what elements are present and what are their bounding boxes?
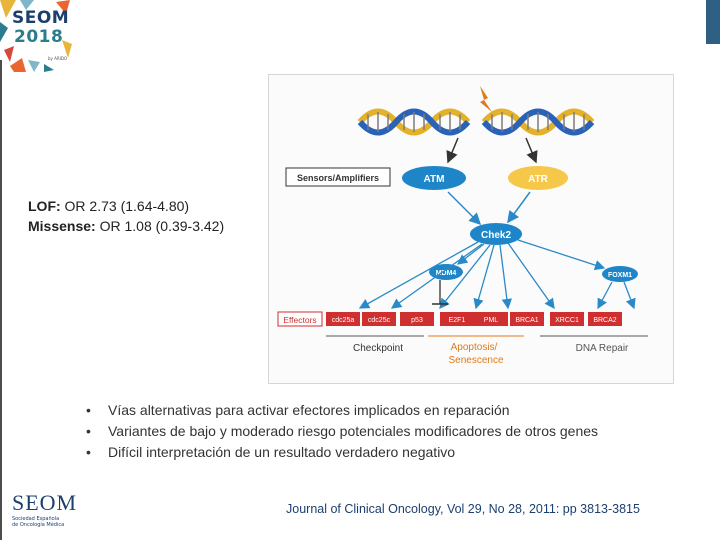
atr-label: ATR <box>528 174 549 185</box>
arrow-atr-chek2 <box>507 191 531 224</box>
arrow-dna-atr <box>525 137 538 164</box>
lof-label: LOF: <box>28 198 61 214</box>
bullet-item: Difícil interpretación de un resultado v… <box>84 442 598 463</box>
effectors-label-box <box>277 311 323 327</box>
arrow-chek2-mdm4 <box>456 243 485 265</box>
effectors-label: Effectors <box>283 315 316 325</box>
chek2-label: Chek2 <box>481 230 511 241</box>
arrow-atm-chek2 <box>447 191 482 226</box>
effector-label: BRCA1 <box>515 317 538 324</box>
effector-box-5 <box>510 312 544 326</box>
bullet-item: Variantes de bajo y moderado riesgo pote… <box>84 421 598 442</box>
group-apoptosis-line2: Senescence <box>448 355 503 366</box>
chek2-node <box>470 223 522 245</box>
arrow-chek2-cdc25c <box>390 243 483 309</box>
effector-label: XRCC1 <box>555 317 579 324</box>
logo-confetti-icon <box>0 0 72 72</box>
arrow-chek2-e2f1 <box>473 244 495 310</box>
dna-damage-bolt-icon <box>480 86 492 112</box>
foxm1-label: FOXM1 <box>608 272 632 279</box>
foxm1-node <box>602 266 638 282</box>
atm-node <box>402 166 466 190</box>
effector-box-0 <box>326 312 360 326</box>
left-divider-line <box>0 60 2 540</box>
effector-label: cdc25a <box>332 317 355 324</box>
dna-helix-icon <box>357 108 595 136</box>
arrow-chek2-foxm1 <box>517 239 606 271</box>
atm-label: ATM <box>424 174 445 185</box>
logo-year: 2018 <box>14 27 64 47</box>
citation: Journal of Clinical Oncology, Vol 29, No… <box>286 502 640 516</box>
footer-seom-logo: SEOM <box>12 490 78 515</box>
sensors-label: Sensors/Amplifiers <box>297 173 379 183</box>
atr-node <box>508 166 568 190</box>
arrow-foxm1-xrcc1 <box>597 281 613 310</box>
arrow-dna-atm <box>446 137 459 164</box>
bullet-item: Vías alternativas para activar efectores… <box>84 400 598 421</box>
effector-label: E2F1 <box>449 317 466 324</box>
footer-logo-subtitle: Sociedad Española de Oncología Médica <box>12 516 82 528</box>
corner-accent-bar <box>706 0 720 44</box>
missense-value: OR 1.08 (0.39-3.42) <box>95 218 225 234</box>
arrow-chek2-cdc25a <box>358 241 479 309</box>
effector-label: cdc25c <box>368 317 391 324</box>
lof-line: LOF: OR 2.73 (1.64-4.80) <box>28 196 224 216</box>
arrow-foxm1-brca2 <box>623 281 636 310</box>
missense-label: Missense: <box>28 218 96 234</box>
effector-box-2 <box>400 312 434 326</box>
arrow-chek2-pml <box>499 244 513 310</box>
effector-box-7 <box>588 312 622 326</box>
effector-box-6 <box>550 312 584 326</box>
logo-title: SEOM <box>12 8 70 28</box>
logo-subtitle: by ARIDO <box>48 56 68 61</box>
footer-logo-sub-line2: de Oncología Médica <box>12 522 65 528</box>
seom-2018-logo <box>0 0 72 72</box>
mdm4-label: MDM4 <box>436 270 457 277</box>
effector-label: p53 <box>411 317 423 324</box>
group-apoptosis-line1: Apoptosis/ <box>451 342 498 353</box>
missense-line: Missense: OR 1.08 (0.39-3.42) <box>28 216 224 236</box>
arrow-chek2-brca1 <box>507 242 555 310</box>
effector-box-3 <box>440 312 474 326</box>
bullet-list: Vías alternativas para activar efectores… <box>84 400 598 463</box>
group-dna-repair: DNA Repair <box>576 343 629 354</box>
effector-label: BRCA2 <box>593 317 616 324</box>
effector-boxes: cdc25a cdc25c p53 E2F1 PML BRCA1 XRCC1 BRCA2 <box>326 312 622 326</box>
pathway-diagram-frame <box>268 74 674 384</box>
chek2-pathway-diagram: Sensors/Amplifiers ATM ATR Chek2 MDM4 FO… <box>277 86 648 366</box>
footer-logo-sub-line1: Sociedad Española <box>12 516 60 522</box>
effector-box-4 <box>474 312 508 326</box>
arrow-chek2-p53 <box>439 244 491 310</box>
lof-value: OR 2.73 (1.64-4.80) <box>60 198 190 214</box>
effector-label: PML <box>484 317 499 324</box>
effector-box-1 <box>362 312 396 326</box>
study-results: LOF: OR 2.73 (1.64-4.80) Missense: OR 1.… <box>28 196 224 236</box>
group-checkpoint: Checkpoint <box>353 343 403 354</box>
sensors-label-box <box>285 167 391 187</box>
